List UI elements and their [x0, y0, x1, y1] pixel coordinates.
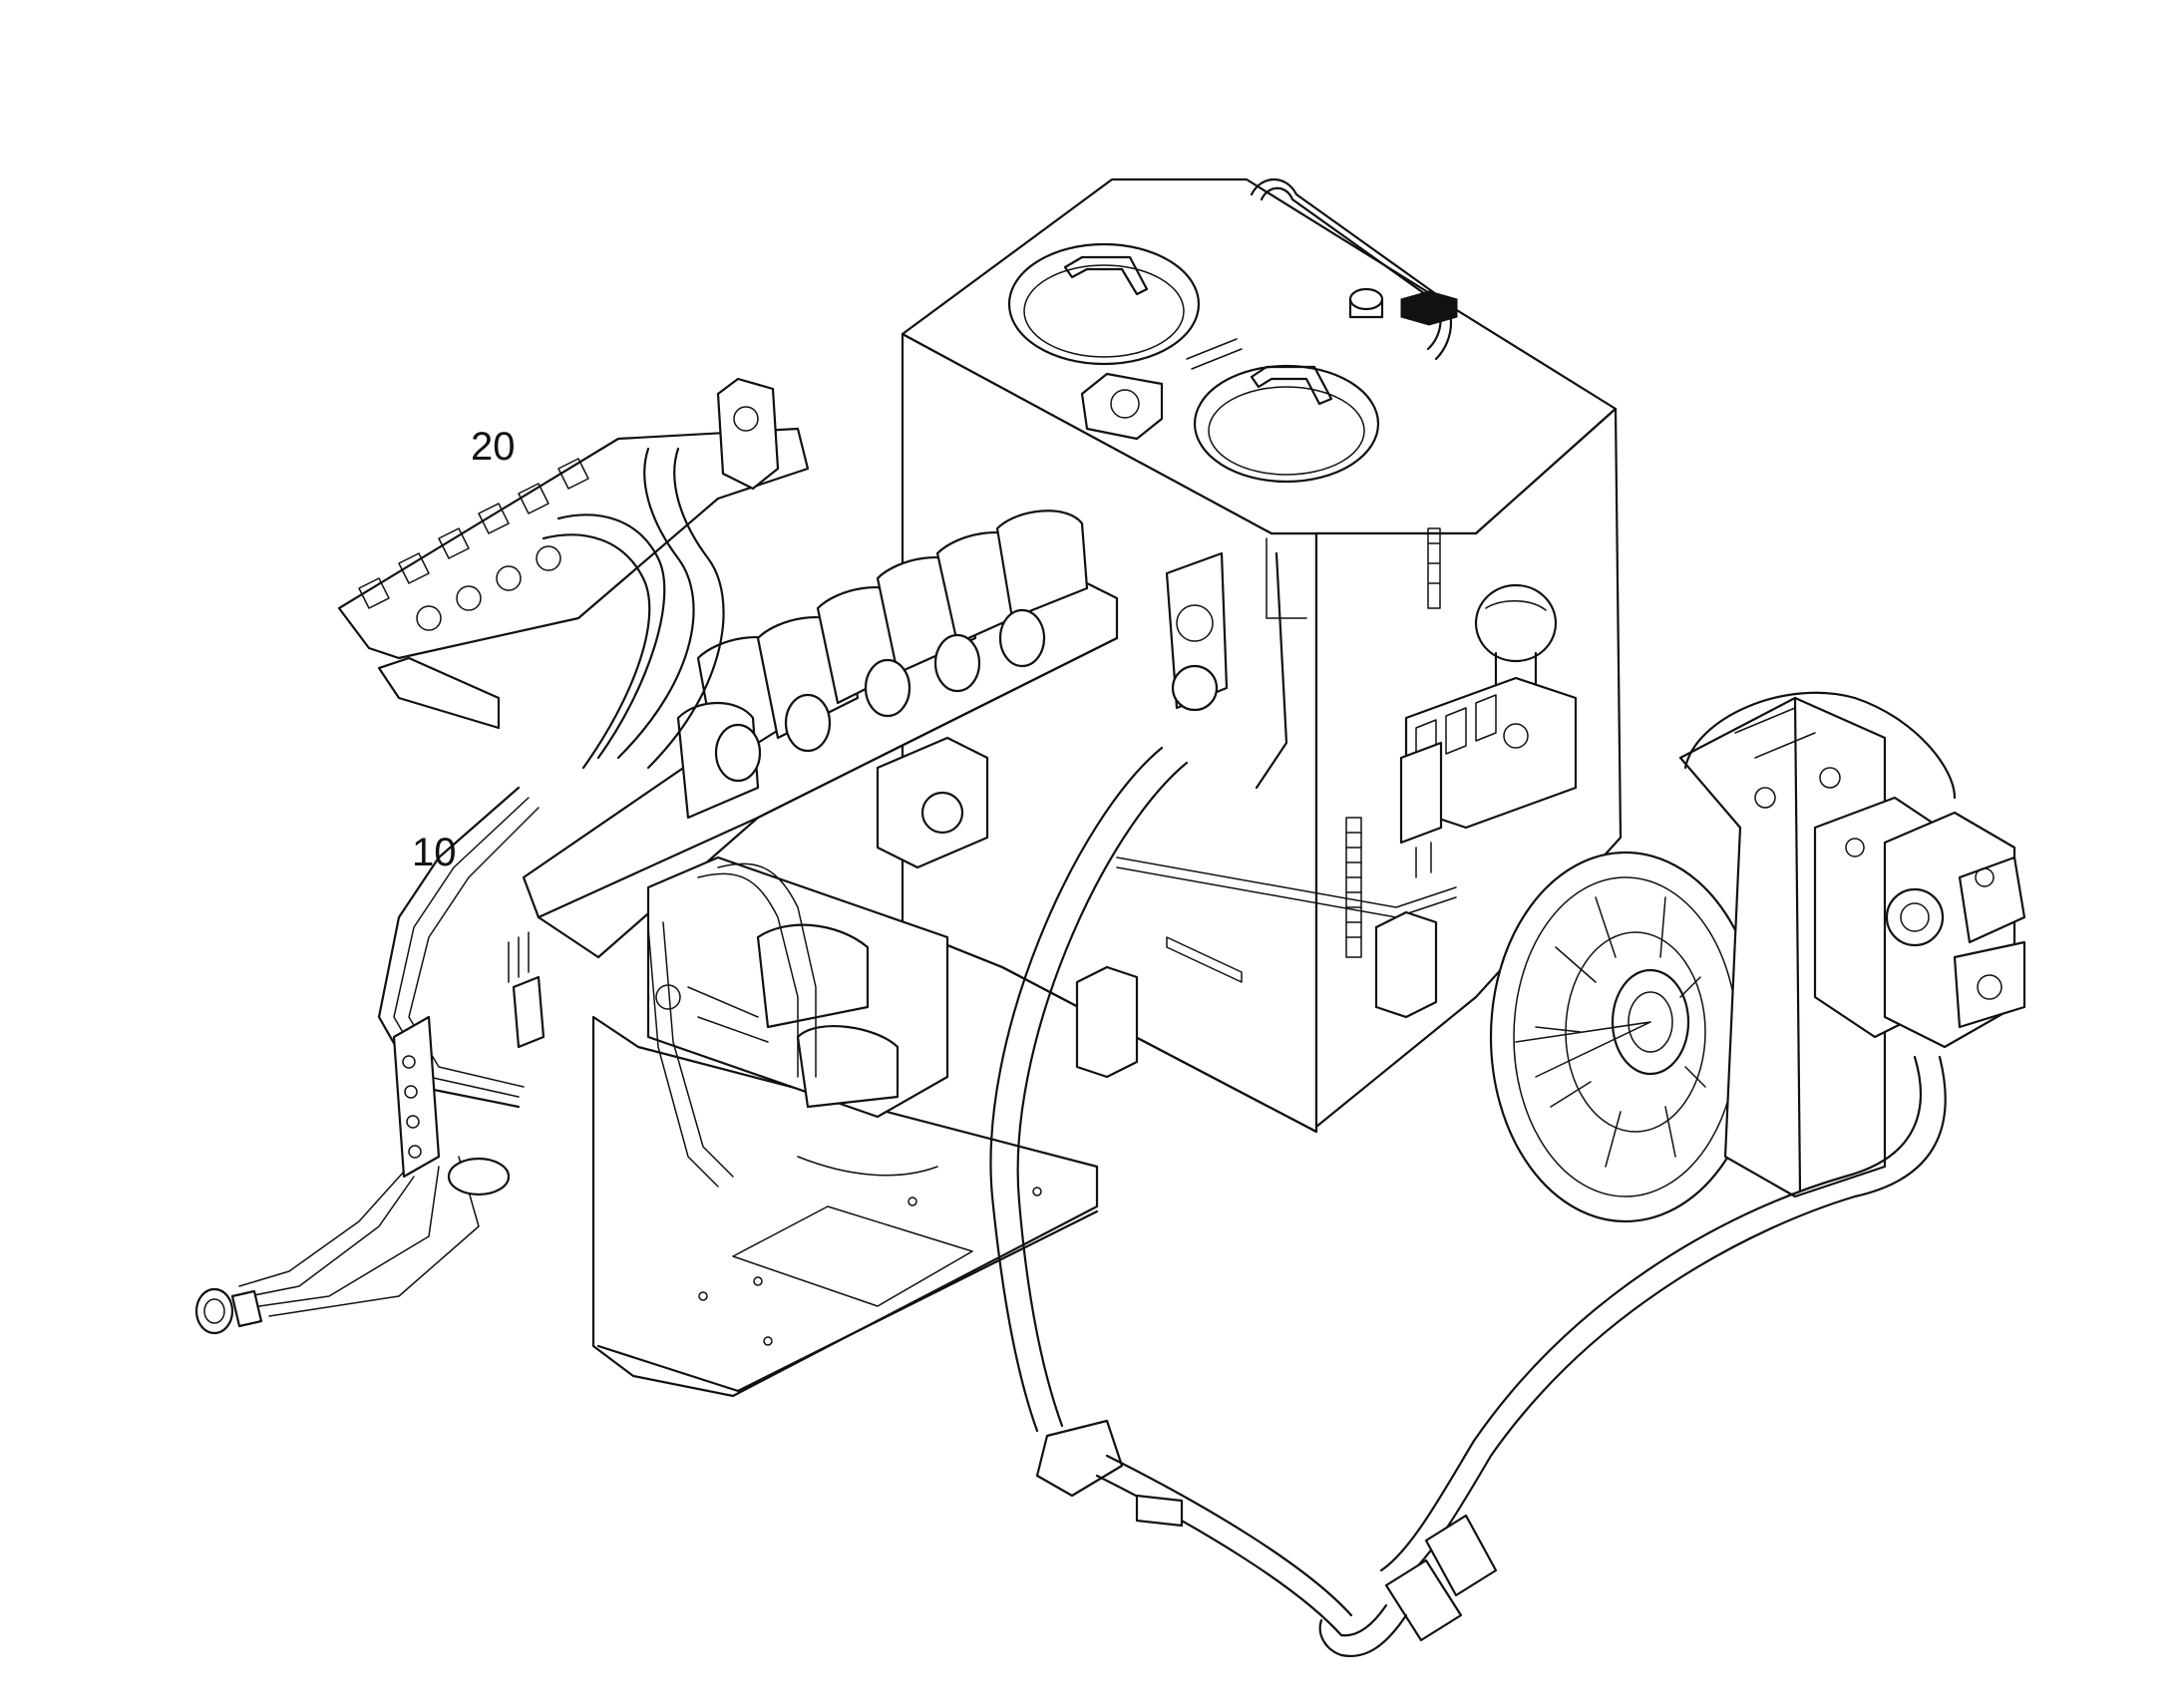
pump-motor	[646, 855, 949, 1119]
callout-20: 20	[471, 425, 516, 469]
flywheel-housing	[1489, 851, 1762, 1223]
hydraulic-pump	[1678, 691, 2026, 1198]
base-plate	[591, 1015, 1099, 1398]
control-valve-block	[1399, 676, 1578, 878]
accumulator	[1474, 583, 1558, 690]
callout-10: 10	[412, 831, 457, 874]
wiring-harness	[194, 786, 545, 1335]
suction-hose	[989, 746, 1353, 1637]
hydraulic-lines	[647, 856, 1457, 1188]
manifold-assembly	[337, 377, 810, 770]
valve-bank	[522, 510, 1229, 959]
junction-box	[1075, 910, 1438, 1079]
return-hose	[1318, 1055, 1947, 1658]
